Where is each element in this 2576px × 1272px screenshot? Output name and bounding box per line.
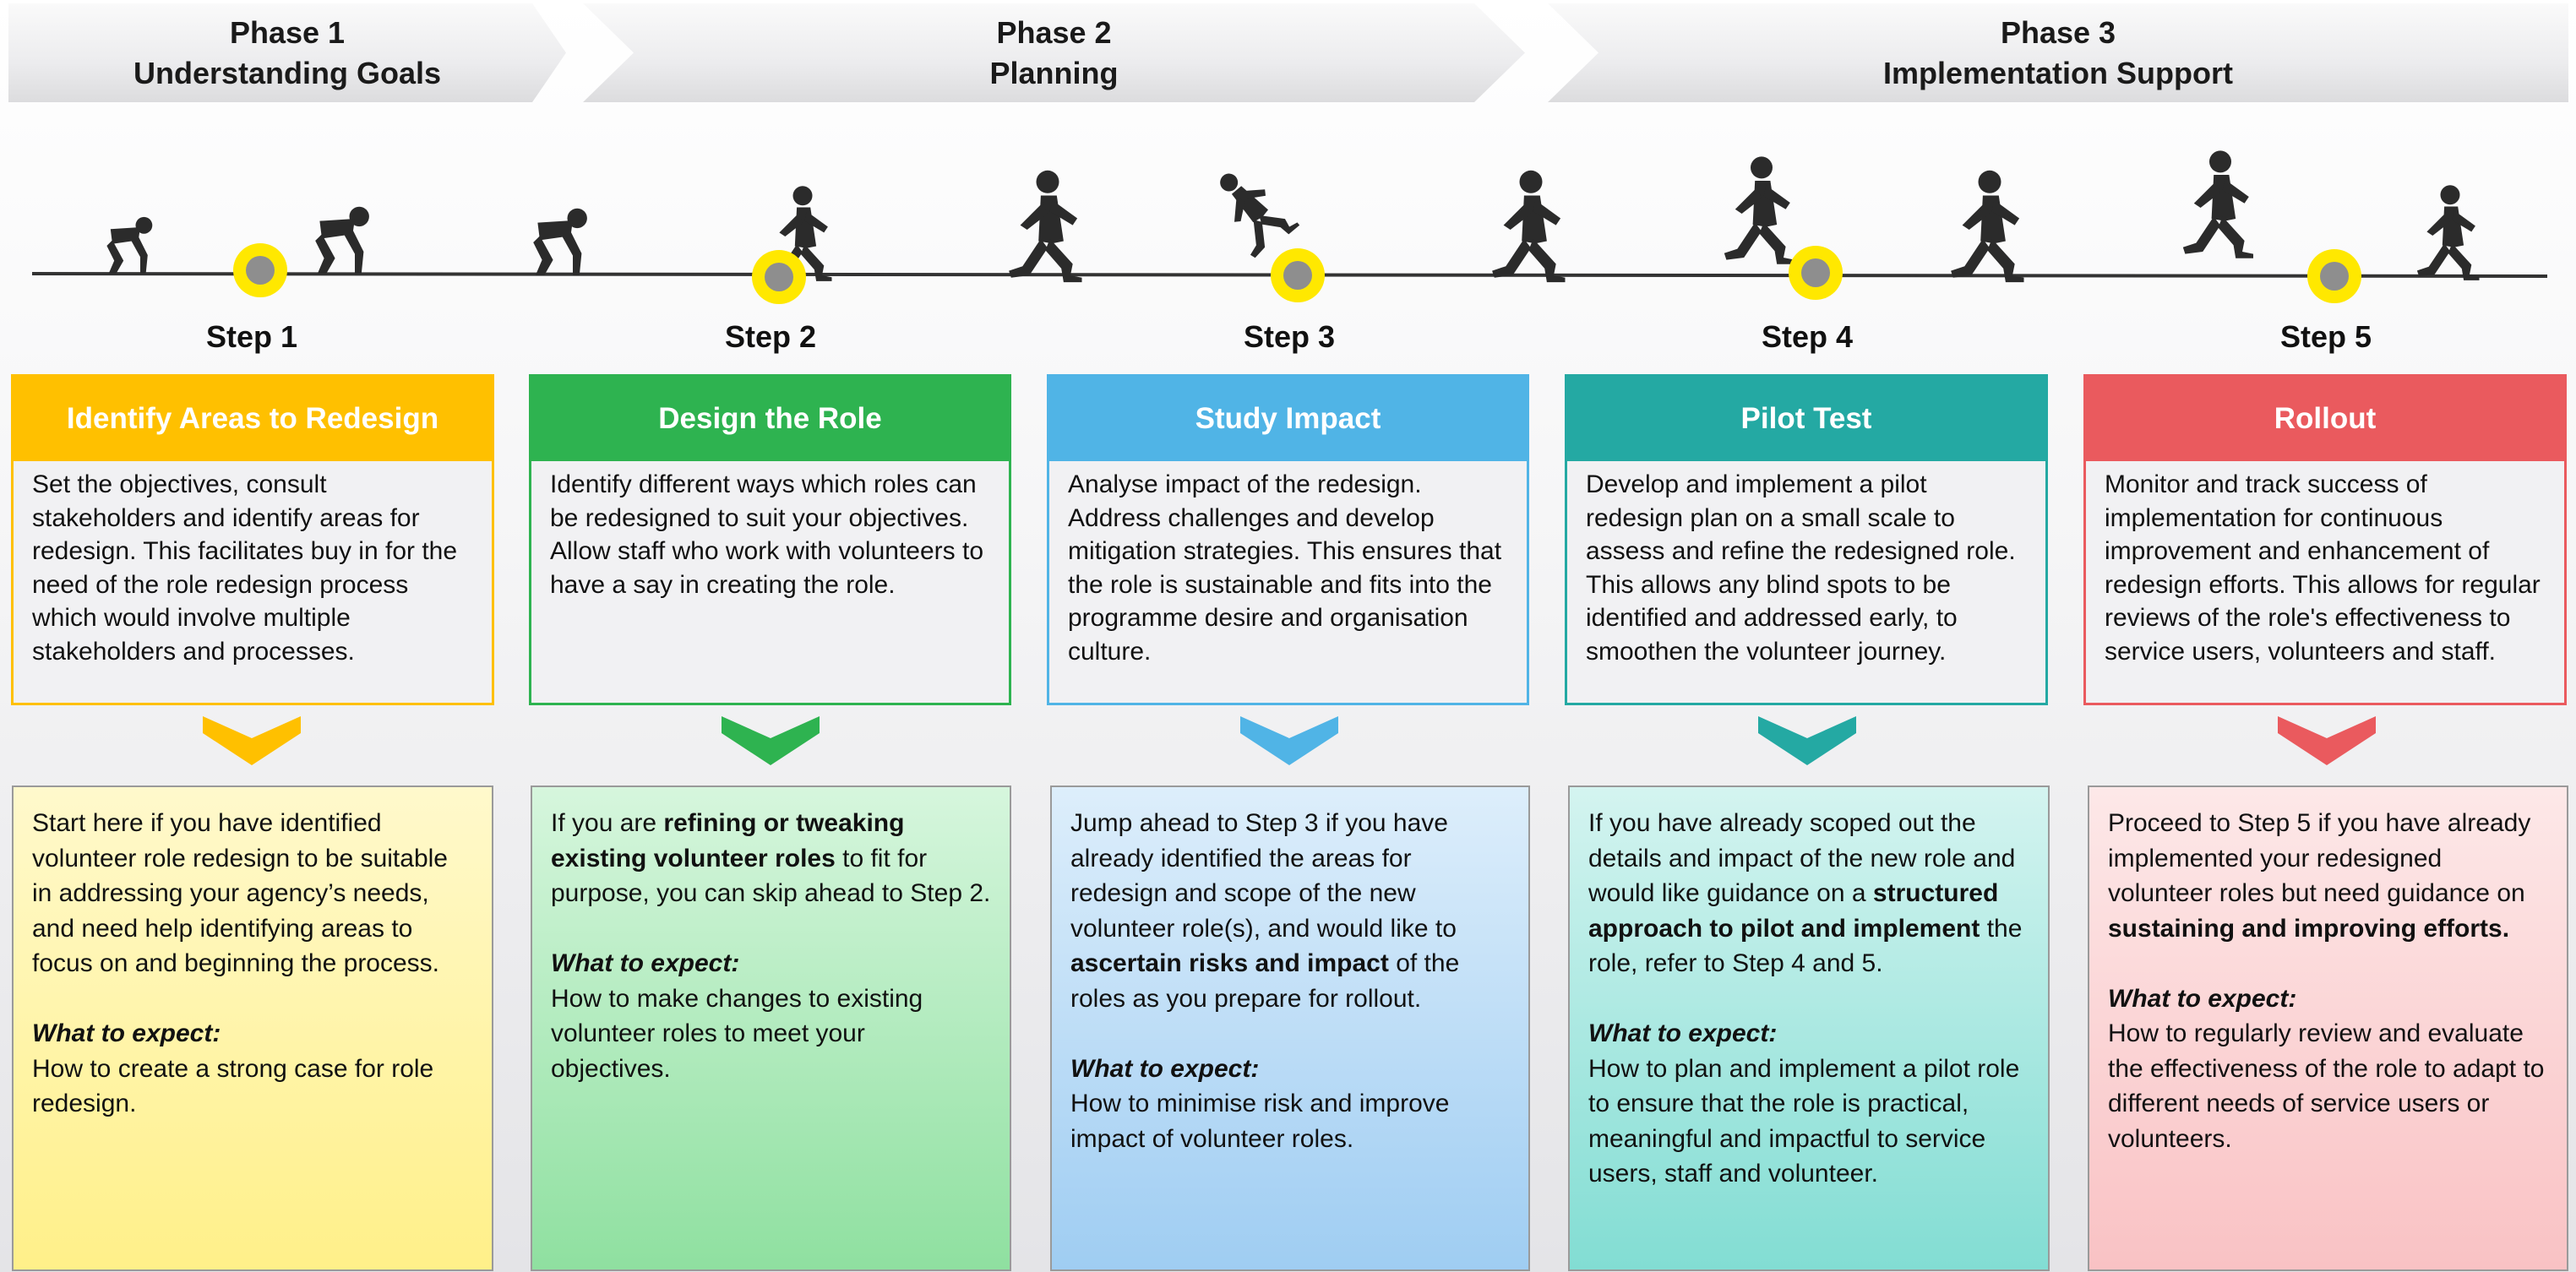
step-title: Study Impact (1049, 377, 1527, 461)
step-2-card: Design the Role Identify different ways … (529, 374, 1011, 705)
runner-silhouette (2182, 150, 2253, 258)
step-description: Analyse impact of the redesign. Address … (1068, 470, 1502, 666)
step-4-marker (1789, 246, 1843, 300)
step-2-info-box: If you are refining or tweaking existing… (531, 785, 1011, 1271)
runner-silhouette (1492, 170, 1566, 283)
chevron-down-icon (2278, 716, 2376, 765)
step-4-card: Pilot Test Develop and implement a pilot… (1565, 374, 2048, 705)
phase-3-banner: Phase 3 Implementation Support (1548, 3, 2568, 102)
phase-name: Implementation Support (1883, 55, 2233, 90)
info-intro: Jump ahead to Step 3 if you have already… (1070, 809, 1460, 1013)
step-4-label: Step 4 (1761, 319, 1854, 354)
phase-name: Understanding Goals (133, 55, 442, 90)
info-intro: If you have already scoped out the detai… (1588, 809, 2023, 977)
runner-silhouette (1009, 170, 1082, 283)
chevron-down-icon (1758, 716, 1856, 765)
what-to-expect-label: What to expect: (32, 1019, 221, 1047)
what-to-expect-label: What to expect: (551, 949, 740, 977)
info-intro: Start here if you have identified volunt… (32, 809, 448, 977)
what-to-expect-label: What to expect: (1588, 1019, 1778, 1047)
runner-silhouette (1200, 158, 1300, 262)
step-title: Design the Role (531, 377, 1009, 461)
step-4-info-box: If you have already scoped out the detai… (1568, 785, 2050, 1271)
info-intro: If you are refining or tweaking existing… (551, 809, 991, 907)
step-1-info-box: Start here if you have identified volunt… (12, 785, 493, 1271)
chevron-down-icon (1240, 716, 1338, 765)
chevron-down-icon (203, 716, 301, 765)
step-5-label: Step 5 (2279, 319, 2372, 354)
step-1-label: Step 1 (205, 319, 298, 354)
step-title: Pilot Test (1567, 377, 2045, 461)
step-1-marker (233, 243, 287, 297)
step-2-marker (752, 250, 806, 304)
what-to-expect-text: How to regularly review and evaluate the… (2108, 1019, 2545, 1153)
phase-number: Phase 1 (229, 14, 346, 50)
step-5-card: Rollout Monitor and track success of imp… (2083, 374, 2567, 705)
step-description: Develop and implement a pilot redesign p… (1586, 470, 2016, 666)
what-to-expect-text: How to create a strong case for role red… (32, 1054, 434, 1118)
what-to-expect-label: What to expect: (1070, 1054, 1260, 1083)
runner-silhouette (106, 216, 153, 274)
runner-silhouette (1724, 156, 1794, 264)
phase-name: Planning (989, 55, 1119, 90)
step-title: Identify Areas to Redesign (14, 377, 492, 461)
step-1-card: Identify Areas to Redesign Set the objec… (11, 374, 494, 705)
chevron-down-icon (722, 716, 820, 765)
race-track-illustration (31, 150, 2548, 304)
what-to-expect-text: How to make changes to existing voluntee… (551, 984, 923, 1083)
step-3-info-box: Jump ahead to Step 3 if you have already… (1050, 785, 1530, 1271)
step-3-marker (1271, 248, 1325, 302)
step-5-info-box: Proceed to Step 5 if you have already im… (2088, 785, 2568, 1271)
step-3-card: Study Impact Analyse impact of the redes… (1047, 374, 1529, 705)
phase-number: Phase 3 (2000, 14, 2116, 50)
step-description: Set the objectives, consult stakeholders… (32, 470, 458, 666)
phase-1-banner: Phase 1 Understanding Goals (8, 3, 566, 102)
runner-silhouette (315, 206, 369, 274)
step-title: Rollout (2086, 377, 2564, 461)
step-description: Monitor and track success of implementat… (2105, 470, 2541, 666)
what-to-expect-text: How to minimise risk and improve impact … (1070, 1090, 1450, 1153)
step-description: Identify different ways which roles can … (550, 470, 984, 599)
what-to-expect-label: What to expect: (2108, 984, 2297, 1013)
step-3-label: Step 3 (1243, 319, 1336, 354)
runner-silhouette (2416, 185, 2480, 280)
info-intro: Proceed to Step 5 if you have already im… (2108, 809, 2531, 943)
step-2-label: Step 2 (724, 319, 817, 354)
phase-number: Phase 2 (996, 14, 1112, 50)
what-to-expect-text: How to plan and implement a pilot role t… (1588, 1054, 2020, 1188)
runner-silhouette (1951, 170, 2024, 283)
step-5-marker (2307, 249, 2361, 303)
runner-silhouette (533, 208, 587, 275)
phase-2-banner: Phase 2 Planning (583, 3, 1525, 102)
